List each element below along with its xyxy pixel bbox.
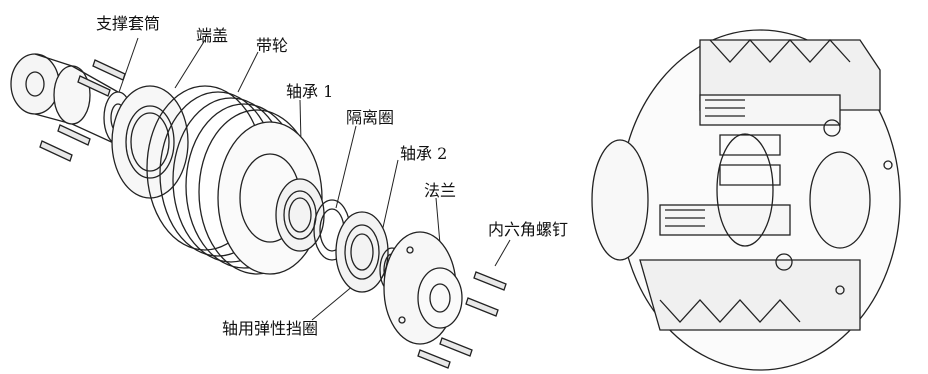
bearing-2 bbox=[335, 211, 389, 293]
label-circlip: 轴用弹性挡圈 bbox=[222, 319, 319, 338]
label-hex-screw: 内六角螺钉 bbox=[488, 220, 569, 239]
label-bearing-1: 轴承 1 bbox=[286, 82, 334, 101]
flange bbox=[383, 231, 463, 345]
label-bearing-2: 轴承 2 bbox=[400, 144, 448, 163]
assembled-cutaway-view bbox=[591, 29, 901, 371]
label-end-cap: 端盖 bbox=[196, 26, 229, 45]
hex-socket-screws bbox=[417, 271, 507, 369]
label-support-sleeve: 支撑套筒 bbox=[96, 14, 161, 33]
bearing-1 bbox=[275, 178, 325, 252]
label-spacer-ring: 隔离圈 bbox=[346, 108, 395, 127]
sleeve-screws bbox=[39, 59, 126, 162]
label-pulley: 带轮 bbox=[256, 36, 289, 55]
label-flange: 法兰 bbox=[424, 181, 457, 200]
